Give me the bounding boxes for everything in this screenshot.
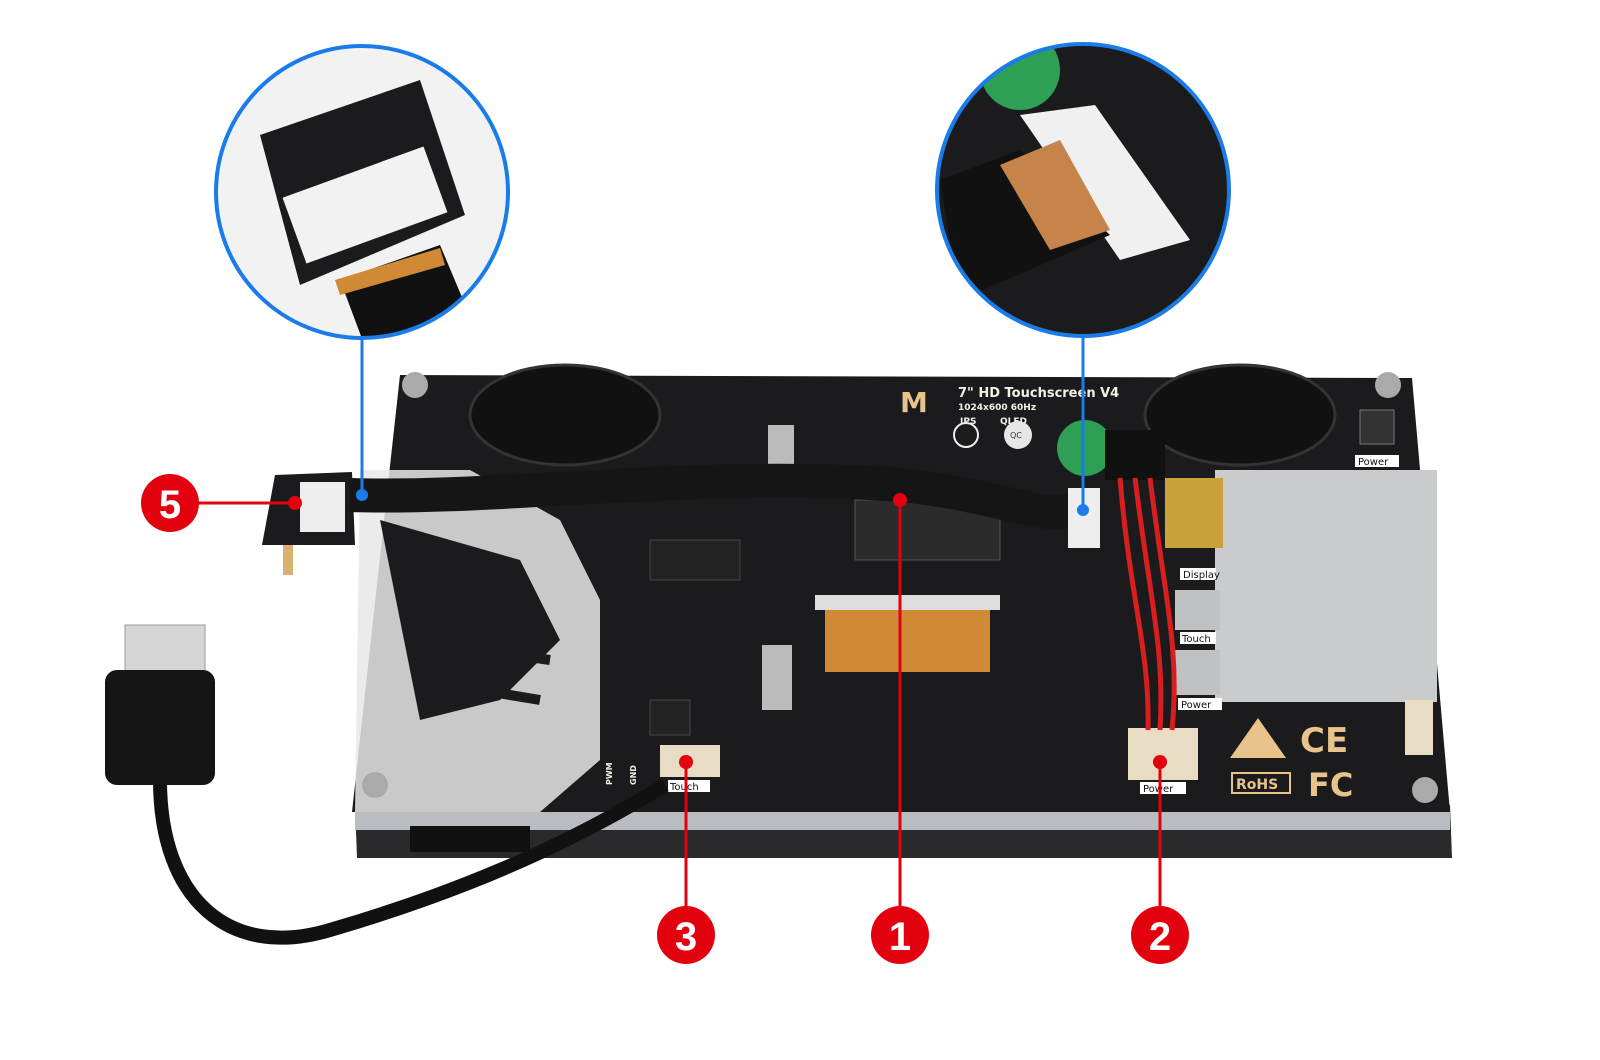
usb-c-touch bbox=[1175, 590, 1220, 630]
power-port-label: Power bbox=[1181, 700, 1212, 711]
adapter-board bbox=[262, 472, 355, 575]
callout-number: 3 bbox=[675, 915, 697, 959]
power-button bbox=[1359, 409, 1395, 445]
lcd-fpc-connector bbox=[815, 595, 1000, 610]
hdmi-port bbox=[1165, 478, 1223, 548]
board-logo: M bbox=[900, 386, 928, 419]
ce-mark: CE bbox=[1300, 721, 1348, 761]
qc-sticker: QC bbox=[1010, 431, 1022, 440]
fc-mark: FC bbox=[1308, 766, 1353, 804]
touch-header-label: Touch bbox=[669, 782, 699, 793]
touch-port-label: Touch bbox=[1181, 634, 1211, 645]
speaker-left bbox=[468, 363, 662, 467]
usb-touch-cable bbox=[105, 624, 669, 945]
pwm-label: PWM bbox=[605, 762, 614, 785]
lcd-fpc-cable bbox=[825, 610, 990, 672]
usb-c-power bbox=[1175, 650, 1220, 695]
callout-number: 5 bbox=[159, 483, 181, 527]
ips-label: IPS bbox=[960, 417, 976, 427]
callout-5: 5 bbox=[141, 474, 302, 532]
callout-number: 2 bbox=[1149, 915, 1171, 959]
rohs-mark: RoHS bbox=[1236, 777, 1278, 793]
esd-warning-icon bbox=[1230, 718, 1286, 758]
power-button-label: Power bbox=[1358, 457, 1389, 468]
zoom-detail-right bbox=[935, 42, 1231, 516]
board-resolution: 1024x600 60Hz bbox=[958, 403, 1036, 413]
gnd-label: GND bbox=[629, 765, 638, 785]
callout-3: 3 bbox=[657, 755, 715, 964]
speaker-right bbox=[1143, 363, 1337, 467]
power-wires bbox=[1117, 477, 1177, 731]
display-port-label: Display bbox=[1183, 570, 1220, 581]
callout-2: 2 bbox=[1131, 755, 1189, 964]
jumper-connector bbox=[1105, 430, 1165, 480]
callout-1: 1 bbox=[871, 493, 929, 964]
metal-back-plate bbox=[1215, 470, 1437, 702]
board-title: 7" HD Touchscreen V4 bbox=[958, 386, 1119, 401]
display-panel bbox=[355, 805, 1452, 858]
callout-number: 1 bbox=[889, 915, 911, 959]
usb-a-plug bbox=[105, 670, 215, 785]
side-connector bbox=[1405, 700, 1433, 755]
power-header bbox=[1128, 728, 1198, 780]
fpc-ribbon-cable bbox=[349, 463, 1080, 530]
